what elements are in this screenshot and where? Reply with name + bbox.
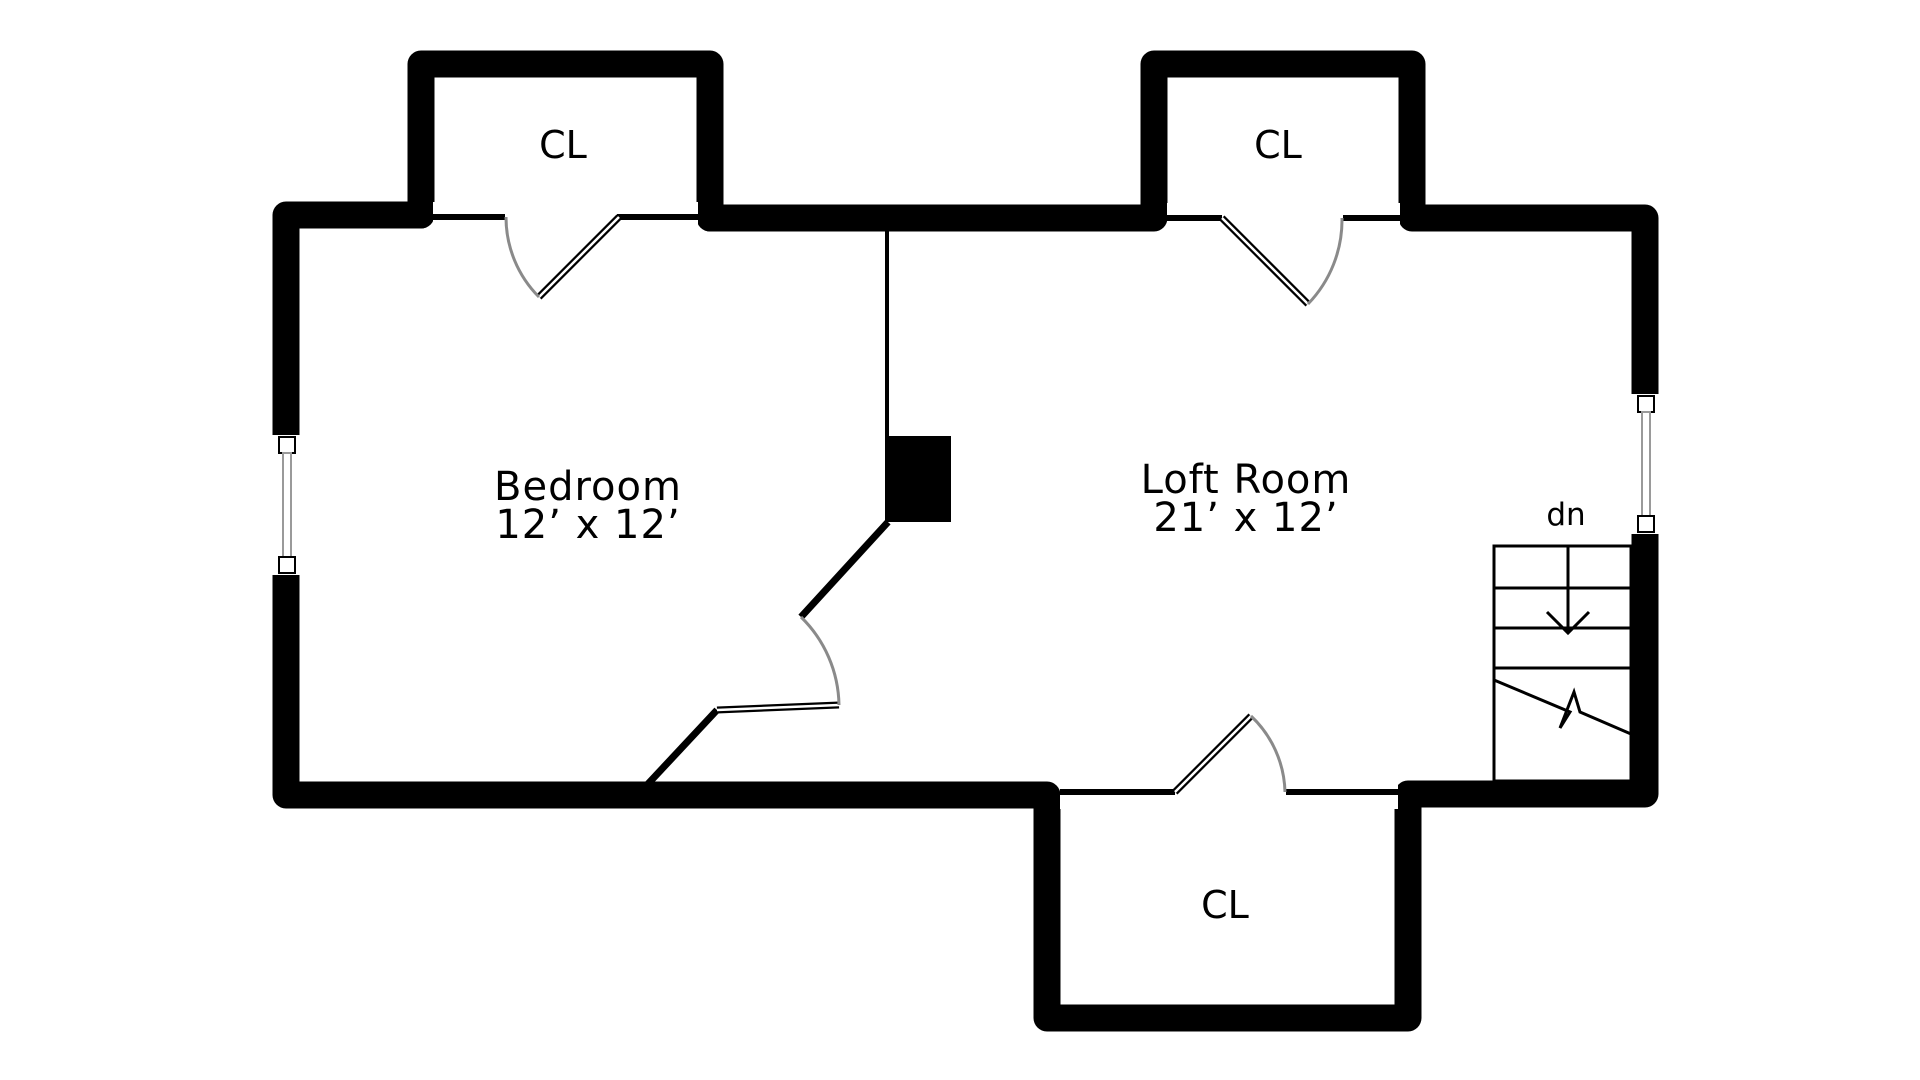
loft-room-dimensions: 21’ x 12’ xyxy=(1153,495,1338,541)
closet-bottom-label: CL xyxy=(1201,883,1249,927)
outer-walls xyxy=(272,50,1659,1032)
window-right xyxy=(1637,395,1655,533)
interior-walls xyxy=(643,228,951,789)
door-closet-bottom[interactable] xyxy=(1172,713,1287,795)
chimney xyxy=(885,436,951,522)
bedroom-name: Bedroom xyxy=(494,464,682,510)
door-bedroom[interactable] xyxy=(716,615,841,714)
wall-top-middle xyxy=(696,50,1659,808)
door-closet-top-left[interactable] xyxy=(504,214,622,300)
door-closet-top-right[interactable] xyxy=(1219,215,1344,307)
bedroom-dimensions: 12’ x 12’ xyxy=(495,502,680,548)
closet-top-right-label: CL xyxy=(1254,123,1302,167)
door-openings xyxy=(433,202,1400,809)
wall-closet-top-left xyxy=(407,50,724,232)
stair-direction-arrow-icon xyxy=(1545,610,1591,636)
loft-room-name: Loft Room xyxy=(1141,457,1352,503)
stairs-down-label: dn xyxy=(1546,497,1585,533)
staircase xyxy=(1492,544,1633,783)
wall-left-section xyxy=(272,201,1425,1032)
stair-break-line xyxy=(1493,678,1632,736)
closet-top-left-label: CL xyxy=(539,123,587,167)
window-left xyxy=(278,436,296,574)
